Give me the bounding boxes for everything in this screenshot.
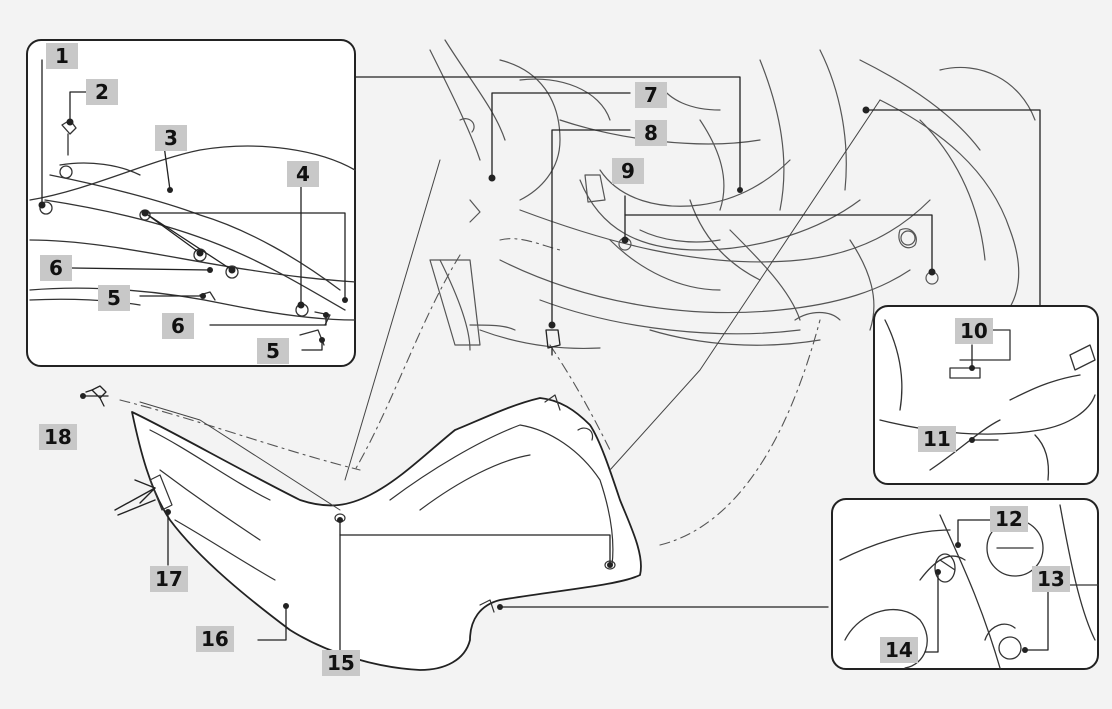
callout-2: 2 [86, 79, 118, 105]
callout-7: 7 [635, 82, 667, 108]
callout-15: 15 [322, 650, 360, 676]
main-leader-lines [82, 76, 1041, 651]
callout-12: 12 [990, 506, 1028, 532]
callout-9: 9 [612, 158, 644, 184]
callout-8: 8 [635, 120, 667, 146]
callout-5a: 5 [98, 285, 130, 311]
callout-18: 18 [39, 424, 77, 450]
screw-fastener-8 [545, 329, 561, 356]
callout-10: 10 [955, 318, 993, 344]
inset-rivet-leader-lines [924, 519, 1049, 653]
callout-17: 17 [150, 566, 188, 592]
callout-16: 16 [196, 626, 234, 652]
side-cover-panel [131, 397, 642, 671]
inset-clip-leader-lines [971, 344, 999, 441]
callout-11: 11 [918, 426, 956, 452]
direction-arrows [114, 479, 156, 516]
callout-6a: 6 [40, 255, 72, 281]
callout-13: 13 [1032, 566, 1070, 592]
inset-seat-rail-drawing [29, 119, 356, 346]
callout-4: 4 [287, 161, 319, 187]
callout-14: 14 [880, 637, 918, 663]
motorcycle-frame-sketch [429, 39, 1036, 351]
callout-1: 1 [46, 43, 78, 69]
clip-fastener-18 [85, 385, 107, 407]
inset-seat-rail [26, 39, 356, 367]
assembly-guide-lines [119, 238, 821, 546]
thin-leader-lines [139, 99, 881, 511]
inset-rivet-detail [831, 498, 1099, 670]
fastener-dots [38, 106, 1028, 653]
callout-3: 3 [155, 125, 187, 151]
callout-6b: 6 [162, 313, 194, 339]
inset-rivet-detail-drawing [839, 504, 1099, 669]
callout-5b: 5 [257, 338, 289, 364]
inset-leader-lines [41, 59, 346, 351]
